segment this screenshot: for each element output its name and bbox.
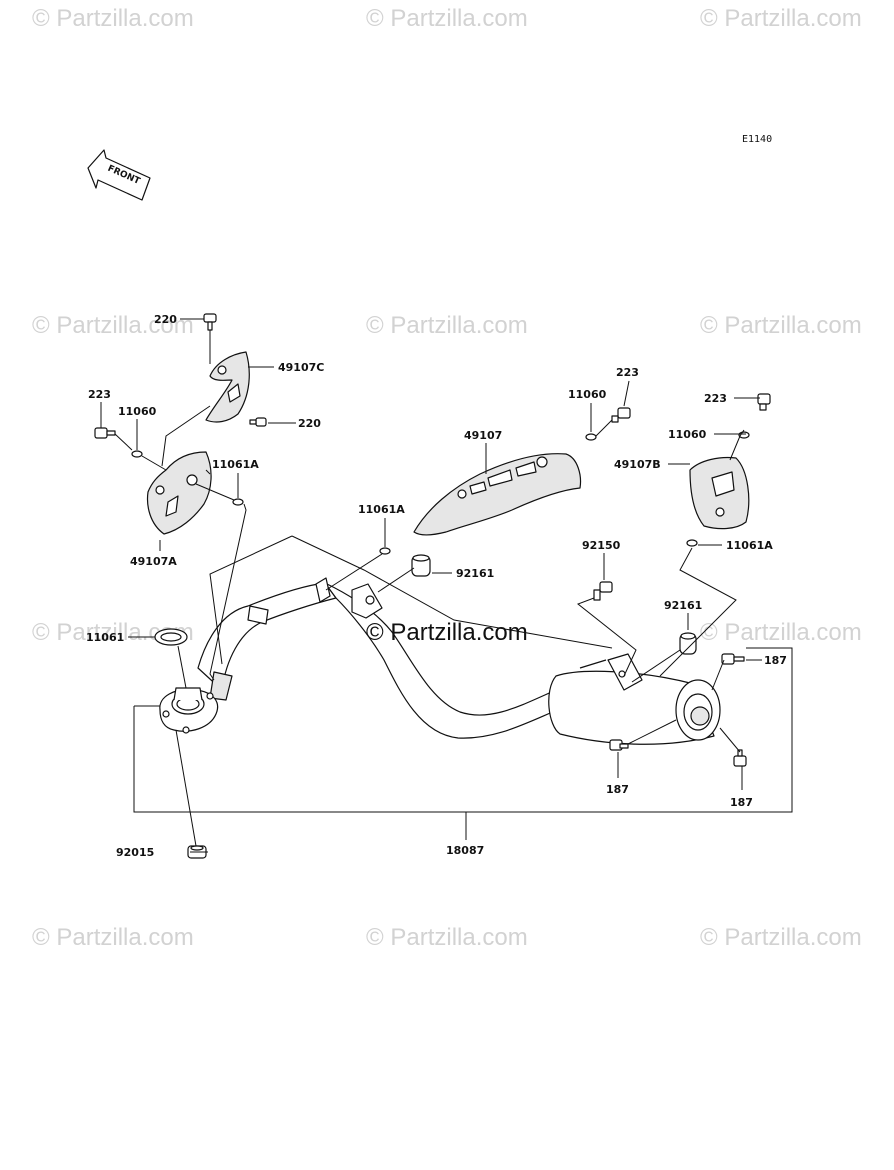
label-223: 223: [616, 366, 639, 379]
watermark: © Partzilla.com: [32, 5, 194, 32]
label-11061: 11061: [86, 631, 124, 644]
bolt-220-side: [249, 417, 267, 427]
front-arrow-icon: FRONT: [87, 149, 151, 201]
heat-guard-49107b: [689, 456, 750, 530]
bolt-223-mid: [611, 407, 631, 423]
label-11060: 11060: [568, 388, 607, 401]
label-11061a: 11061A: [358, 503, 405, 516]
watermark: © Partzilla.com: [32, 312, 194, 339]
label-49107: 49107: [464, 429, 502, 442]
label-92150: 92150: [582, 539, 621, 552]
watermark: © Partzilla.com: [700, 5, 862, 32]
bolt-223-right: [757, 393, 771, 411]
label-11060: 11060: [668, 428, 707, 441]
label-11060: 11060: [118, 405, 157, 418]
label-11061a: 11061A: [212, 458, 259, 471]
watermark: © Partzilla.com: [32, 924, 194, 951]
bolt-187-bottom-right: [733, 749, 747, 767]
bolt-187-bottom-left: [609, 739, 629, 751]
heat-guard-49107: [413, 453, 582, 536]
label-49107b: 49107B: [614, 458, 661, 471]
label-187: 187: [730, 796, 753, 809]
label-220: 220: [298, 417, 321, 430]
bolt-220-top: [203, 313, 217, 331]
washer-11061a-left: [232, 498, 244, 506]
watermark: © Partzilla.com: [700, 924, 862, 951]
label-49107c: 49107C: [278, 361, 324, 374]
watermark: © Partzilla.com: [700, 312, 862, 339]
diagram-code: E1140: [742, 134, 772, 145]
exhaust-pipe: [197, 577, 563, 739]
watermark: © Partzilla.com: [366, 312, 528, 339]
watermark: © Partzilla.com: [366, 5, 528, 32]
label-18087: 18087: [446, 844, 484, 857]
heat-guard-49107c: [205, 351, 250, 423]
bolt-187-top: [721, 653, 745, 665]
washer-11060-left: [131, 450, 143, 458]
grommet-92161-mid: [411, 554, 431, 577]
label-49107a: 49107A: [130, 555, 177, 568]
bolt-223-left: [94, 427, 116, 439]
center-watermark: © Partzilla.com: [366, 619, 528, 646]
muffler: [548, 653, 721, 745]
label-187: 187: [764, 654, 787, 667]
label-11061a: 11061A: [726, 539, 773, 552]
washer-11061a-mid: [379, 547, 391, 555]
heat-guard-49107a: [146, 451, 212, 535]
exhaust-flange: [159, 687, 219, 734]
washer-11060-mid: [585, 433, 597, 441]
grommet-92161-right: [679, 632, 697, 655]
watermark: © Partzilla.com: [700, 619, 862, 646]
watermark: © Partzilla.com: [366, 924, 528, 951]
label-220: 220: [154, 313, 177, 326]
gasket-11061: [154, 628, 188, 646]
label-187: 187: [606, 783, 629, 796]
label-92161: 92161: [664, 599, 702, 612]
label-92161: 92161: [456, 567, 494, 580]
label-223: 223: [704, 392, 727, 405]
leader-lines: [100, 318, 793, 853]
washer-11061a-right: [686, 539, 698, 547]
watermarks: © Partzilla.com © Partzilla.com © Partzi…: [32, 5, 862, 951]
label-92015: 92015: [116, 846, 154, 859]
bolt-92150: [593, 581, 613, 601]
part-labels: 220 49107C 220 223 11060 11061A 49107A 1…: [86, 313, 787, 859]
label-223: 223: [88, 388, 111, 401]
